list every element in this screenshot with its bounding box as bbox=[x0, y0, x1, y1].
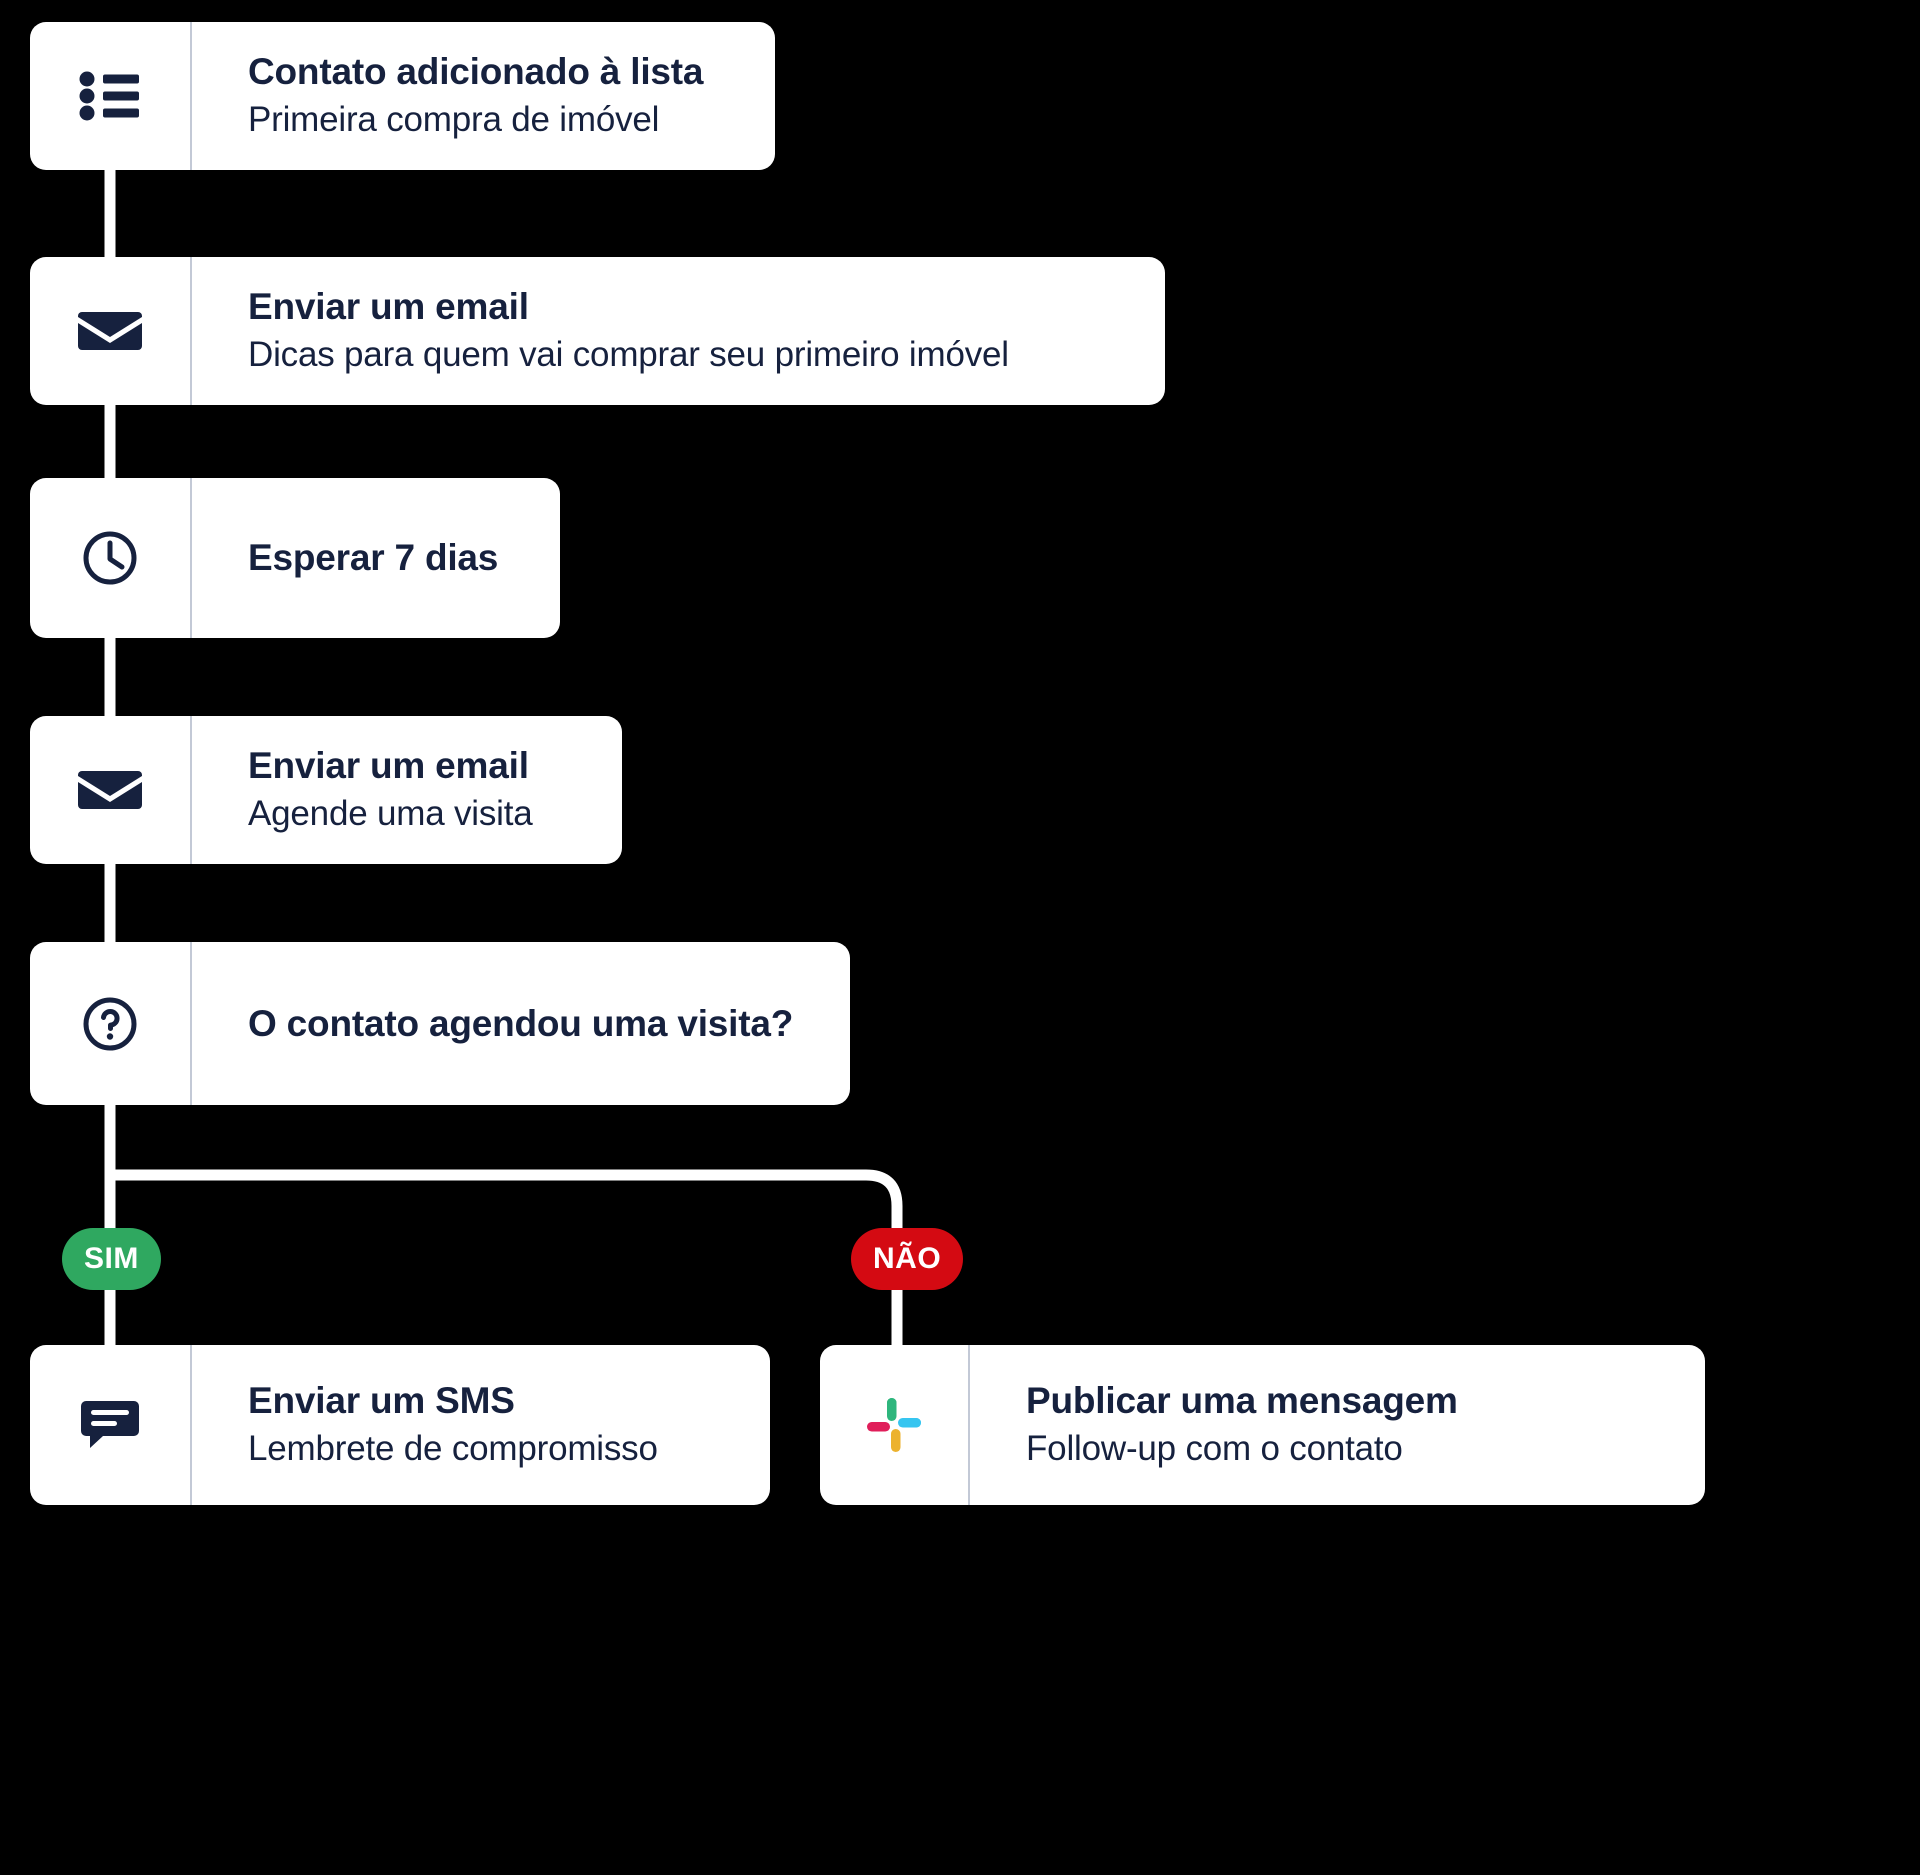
node-enviar-email-agende[interactable]: Enviar um email Agende uma visita bbox=[30, 716, 622, 864]
node-text-group: Enviar um email Agende uma visita bbox=[192, 716, 622, 864]
node-text-group: O contato agendou uma visita? bbox=[192, 942, 850, 1105]
branch-badge-sim[interactable]: SIM bbox=[62, 1228, 161, 1290]
node-decision-agendou-visita[interactable]: O contato agendou uma visita? bbox=[30, 942, 850, 1105]
node-enviar-sms[interactable]: Enviar um SMS Lembrete de compromisso bbox=[30, 1345, 770, 1505]
question-circle-icon bbox=[30, 942, 192, 1105]
node-subtitle: Dicas para quem vai comprar seu primeiro… bbox=[248, 335, 1009, 375]
node-title: Contato adicionado à lista bbox=[248, 51, 704, 93]
chat-bubble-icon bbox=[30, 1345, 192, 1505]
node-text-group: Enviar um email Dicas para quem vai comp… bbox=[192, 257, 1165, 405]
node-title: Enviar um SMS bbox=[248, 1380, 515, 1422]
node-contato-adicionado[interactable]: Contato adicionado à lista Primeira comp… bbox=[30, 22, 775, 170]
node-title: Enviar um email bbox=[248, 286, 529, 328]
branch-badge-label: NÃO bbox=[873, 1242, 942, 1275]
node-text-group: Contato adicionado à lista Primeira comp… bbox=[192, 22, 775, 170]
node-title: O contato agendou uma visita? bbox=[248, 1002, 794, 1044]
node-text-group: Esperar 7 dias bbox=[192, 478, 560, 638]
node-title: Publicar uma mensagem bbox=[1026, 1380, 1458, 1422]
node-title: Esperar 7 dias bbox=[248, 537, 499, 579]
slack-icon bbox=[820, 1345, 970, 1505]
node-enviar-email-dicas[interactable]: Enviar um email Dicas para quem vai comp… bbox=[30, 257, 1165, 405]
node-subtitle: Lembrete de compromisso bbox=[248, 1429, 658, 1469]
node-subtitle: Primeira compra de imóvel bbox=[248, 100, 660, 140]
branch-badge-nao[interactable]: NÃO bbox=[851, 1228, 964, 1290]
node-text-group: Publicar uma mensagem Follow-up com o co… bbox=[970, 1345, 1705, 1505]
node-publicar-mensagem-slack[interactable]: Publicar uma mensagem Follow-up com o co… bbox=[820, 1345, 1705, 1505]
node-subtitle: Follow-up com o contato bbox=[1026, 1429, 1403, 1469]
node-title: Enviar um email bbox=[248, 745, 529, 787]
envelope-icon bbox=[30, 257, 192, 405]
branch-badge-label: SIM bbox=[84, 1242, 139, 1275]
node-esperar-7-dias[interactable]: Esperar 7 dias bbox=[30, 478, 560, 638]
envelope-icon bbox=[30, 716, 192, 864]
list-icon bbox=[30, 22, 192, 170]
branch-no-wire bbox=[865, 1169, 903, 1300]
node-subtitle: Agende uma visita bbox=[248, 794, 533, 834]
clock-icon bbox=[30, 478, 192, 638]
node-text-group: Enviar um SMS Lembrete de compromisso bbox=[192, 1345, 770, 1505]
